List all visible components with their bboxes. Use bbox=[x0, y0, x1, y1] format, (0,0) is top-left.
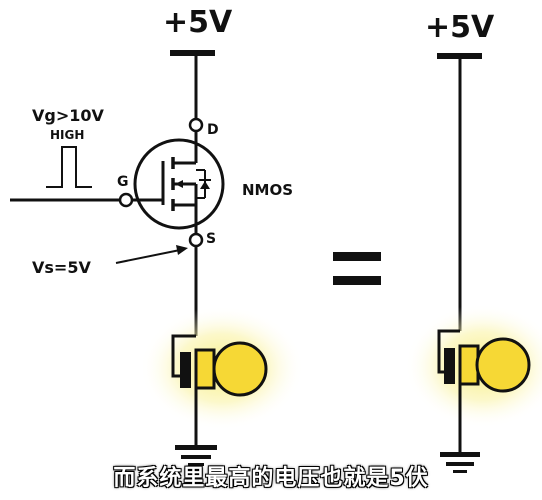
nmos-label: NMOS bbox=[242, 181, 293, 199]
right-supply-bar bbox=[437, 53, 482, 59]
source-pin-label: S bbox=[206, 231, 216, 247]
drain-terminal bbox=[188, 117, 204, 133]
left-circuit: +5V D NMOS G bbox=[10, 5, 304, 466]
source-voltage-arrow bbox=[115, 249, 181, 264]
right-supply-label: +5V bbox=[425, 10, 495, 45]
nmos-transistor-symbol bbox=[133, 131, 225, 233]
video-subtitle-caption: 而系统里最高的电压也就是5伏 bbox=[113, 466, 429, 491]
equals-sign bbox=[333, 252, 381, 285]
left-supply-bar bbox=[170, 50, 215, 56]
left-bulb bbox=[140, 306, 304, 445]
gate-pin-label: G bbox=[117, 174, 129, 190]
gate-state-label: HIGH bbox=[50, 128, 84, 142]
left-supply-label: +5V bbox=[163, 5, 233, 40]
source-voltage-arrowhead bbox=[176, 245, 188, 255]
right-circuit: +5V bbox=[405, 10, 542, 473]
drain-pin-label: D bbox=[207, 122, 219, 138]
right-bulb bbox=[405, 304, 542, 452]
gate-terminal bbox=[118, 192, 134, 208]
left-ground-symbol bbox=[175, 445, 217, 466]
right-ground-symbol bbox=[440, 452, 480, 473]
source-terminal bbox=[188, 232, 204, 248]
source-voltage-label: Vs=5V bbox=[32, 258, 91, 277]
gate-pulse-waveform bbox=[46, 146, 92, 188]
gate-voltage-label: Vg>10V bbox=[32, 106, 105, 125]
